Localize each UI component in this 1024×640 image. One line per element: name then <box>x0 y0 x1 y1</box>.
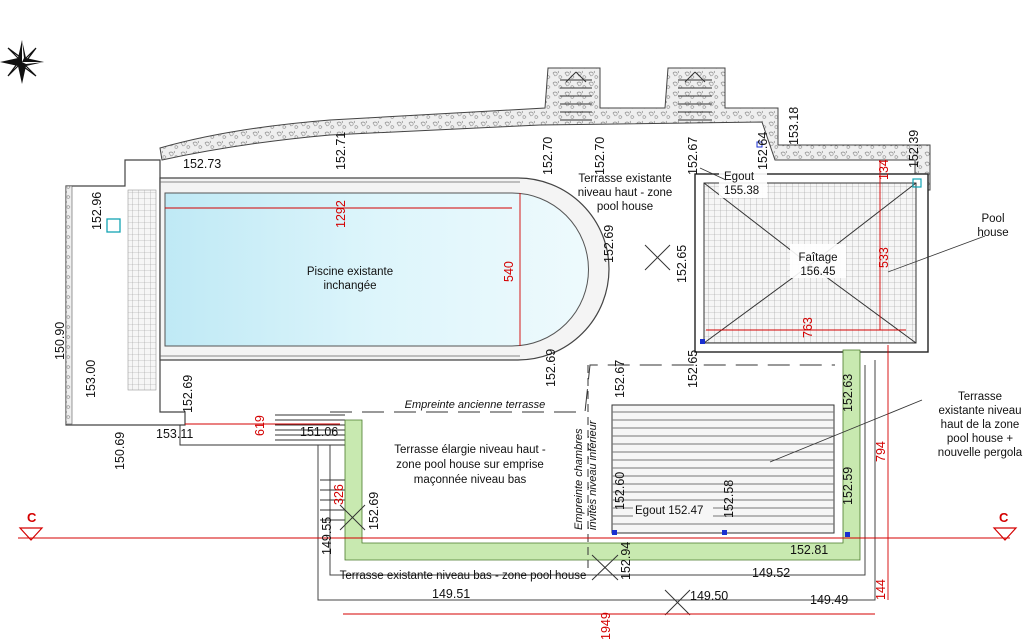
compass-icon <box>0 40 44 84</box>
guest-rooms-label-1: Empreinte chambres <box>573 428 585 530</box>
elev-152-81: 152.81 <box>790 543 828 557</box>
elev-149-55: 149.55 <box>320 517 334 555</box>
elev-149-52: 149.52 <box>752 566 790 580</box>
old-terrace-footprint <box>330 364 835 413</box>
elev-151-06: 151.06 <box>300 425 338 439</box>
elev-153-00: 153.00 <box>84 360 98 398</box>
drain-icon-2 <box>722 530 727 535</box>
elev-152-70b: 152.70 <box>593 137 607 175</box>
pool-label-line1: Piscine existante <box>307 266 393 278</box>
corner-marker-top <box>756 141 763 148</box>
upper-terrace-label-2: niveau haut - zone <box>578 187 673 199</box>
elev-152-69b: 152.69 <box>544 349 558 387</box>
elev-149-50: 149.50 <box>690 589 728 603</box>
elev-152-65a: 152.65 <box>675 245 689 283</box>
pool-house-callout-1: Pool <box>981 213 1004 225</box>
section-marker-right <box>992 527 1018 541</box>
elev-150-90: 150.90 <box>53 322 67 360</box>
elev-152-67a: 152.67 <box>686 137 700 175</box>
elev-152-63: 152.63 <box>841 374 855 412</box>
old-footprint-label: Empreinte ancienne terrasse <box>405 399 546 411</box>
pergola-callout-2: existante niveau <box>938 405 1021 417</box>
stairs-middle <box>179 414 345 446</box>
dim-619: 619 <box>253 415 267 436</box>
section-label-left: C <box>27 510 37 525</box>
egout-bottom-label: Egout 152.47 <box>635 505 703 517</box>
pergola-callout-3: haut de la zone <box>941 419 1020 431</box>
pool-house-callout-2: house <box>977 227 1008 239</box>
elev-149-51: 149.51 <box>432 587 470 601</box>
pergola-callout-5: nouvelle pergola <box>938 447 1023 459</box>
dim-1949: 1949 <box>599 612 613 640</box>
corner-marker <box>700 339 705 344</box>
eave-elevation: 155.38 <box>724 185 759 197</box>
stone-wall <box>159 67 931 191</box>
pergola-callout-4: pool house + <box>947 433 1013 445</box>
elev-152-59: 152.59 <box>841 467 855 505</box>
elev-152-69a: 152.69 <box>602 225 616 263</box>
widened-terrace-3: maçonnée niveau bas <box>414 474 527 486</box>
drain-icon-3 <box>845 532 850 537</box>
left-wing-paving <box>127 189 157 391</box>
dim-326: 326 <box>332 484 346 505</box>
eave-label: Egout <box>724 171 755 183</box>
section-marker-left <box>18 527 44 541</box>
elev-150-69: 150.69 <box>113 432 127 470</box>
elev-152-60: 152.60 <box>613 472 627 510</box>
green-border <box>344 349 861 561</box>
upper-terrace-label-1: Terrasse existante <box>578 173 671 185</box>
drain-icon-1 <box>612 530 617 535</box>
dim-533: 533 <box>877 247 891 268</box>
pool-basin <box>164 192 589 347</box>
section-label-right: C <box>999 510 1009 525</box>
dim-134: 134 <box>877 159 891 180</box>
elev-152-96: 152.96 <box>90 192 104 230</box>
pergola-callout-1: Terrasse <box>958 391 1002 403</box>
ridge-elevation: 156.45 <box>800 266 835 278</box>
elev-153-18: 153.18 <box>787 107 801 145</box>
drain-icon <box>106 218 121 233</box>
elev-152-73: 152.73 <box>183 157 221 171</box>
widened-terrace-1: Terrasse élargie niveau haut - <box>394 444 546 456</box>
elev-152-94: 152.94 <box>619 542 633 580</box>
left-wing-stone <box>65 185 73 425</box>
stairs-left <box>560 71 592 121</box>
ridge-label: Faîtage <box>799 252 838 264</box>
dim-1292: 1292 <box>334 200 348 228</box>
cross-marker-bottom <box>339 504 691 616</box>
lower-terrace-label: Terrasse existante niveau bas - zone poo… <box>340 570 587 582</box>
elev-153-11: 153.11 <box>156 427 193 441</box>
elev-152-65b: 152.65 <box>686 350 700 388</box>
dim-763: 763 <box>801 317 815 338</box>
drain-icon-top <box>912 178 922 188</box>
elev-152-71: 152.71 <box>334 132 348 170</box>
guest-rooms-label-2: invités niveau inférieur <box>587 419 599 530</box>
upper-terrace-label-3: pool house <box>597 201 653 213</box>
left-wing-outline <box>65 159 186 426</box>
lower-stairs <box>320 479 345 521</box>
pool-label-line2: inchangée <box>323 280 376 292</box>
elev-152-58: 152.58 <box>722 480 736 518</box>
dim-540: 540 <box>502 261 516 282</box>
elev-152-39: 152.39 <box>907 130 921 168</box>
widened-terrace-2: zone pool house sur emprise <box>396 459 544 471</box>
elev-152-69d: 152.69 <box>367 492 381 530</box>
elev-152-70a: 152.70 <box>541 137 555 175</box>
elev-152-67b: 152.67 <box>613 360 627 398</box>
elev-149-49: 149.49 <box>810 593 848 607</box>
elev-152-64: 152.64 <box>756 132 770 170</box>
cross-marker <box>644 244 671 271</box>
dim-794: 794 <box>874 441 888 462</box>
dim-144: 144 <box>874 579 888 600</box>
elev-152-69c: 152.69 <box>181 375 195 413</box>
stairs-right <box>678 71 712 121</box>
